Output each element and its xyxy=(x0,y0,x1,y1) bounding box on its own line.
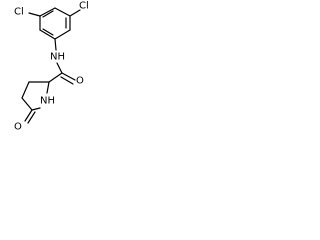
bond-ring-a3-a4 xyxy=(54,29,71,40)
pyrrolidinone-ring xyxy=(21,81,50,124)
bond-c4-to-c3 xyxy=(21,81,30,99)
atom-nh-amide: NH xyxy=(50,52,65,63)
bond-nh-to-carbonyl-c xyxy=(56,62,63,74)
bond-ring-double-2 xyxy=(42,28,54,36)
bond-c2-to-nh xyxy=(46,81,50,94)
benzene-ring xyxy=(39,7,71,40)
bond-nh-to-c5 xyxy=(31,107,41,111)
atom-cl-top: Cl xyxy=(79,1,89,12)
bond-ring-a1-a2 xyxy=(54,7,71,17)
bond-ring-to-cl-left xyxy=(28,12,41,17)
chemical-structure-diagram: Cl Cl NH O NH O xyxy=(14,1,89,133)
bond-ring-a6-a1 xyxy=(39,7,56,17)
bond-ring-a4-a5 xyxy=(39,29,56,40)
bond-c5-carbonyl-b xyxy=(27,111,36,124)
bond-carbonyl-double-b xyxy=(60,76,74,85)
bond-c5-to-c4 xyxy=(21,97,33,111)
bond-ring-double-3 xyxy=(42,10,54,18)
atom-o-ring: O xyxy=(14,122,22,133)
bond-carbonyl-c-to-ring-c xyxy=(48,72,63,83)
atom-cl-left: Cl xyxy=(14,7,24,18)
bond-ring-to-cl-top xyxy=(69,9,81,17)
atom-nh-ring: NH xyxy=(40,96,55,107)
bond-c5-carbonyl-a xyxy=(24,109,33,122)
bond-carbonyl-double-a xyxy=(61,72,76,81)
bond-ring-to-nh xyxy=(54,38,57,51)
atom-o-amide: O xyxy=(76,76,84,87)
